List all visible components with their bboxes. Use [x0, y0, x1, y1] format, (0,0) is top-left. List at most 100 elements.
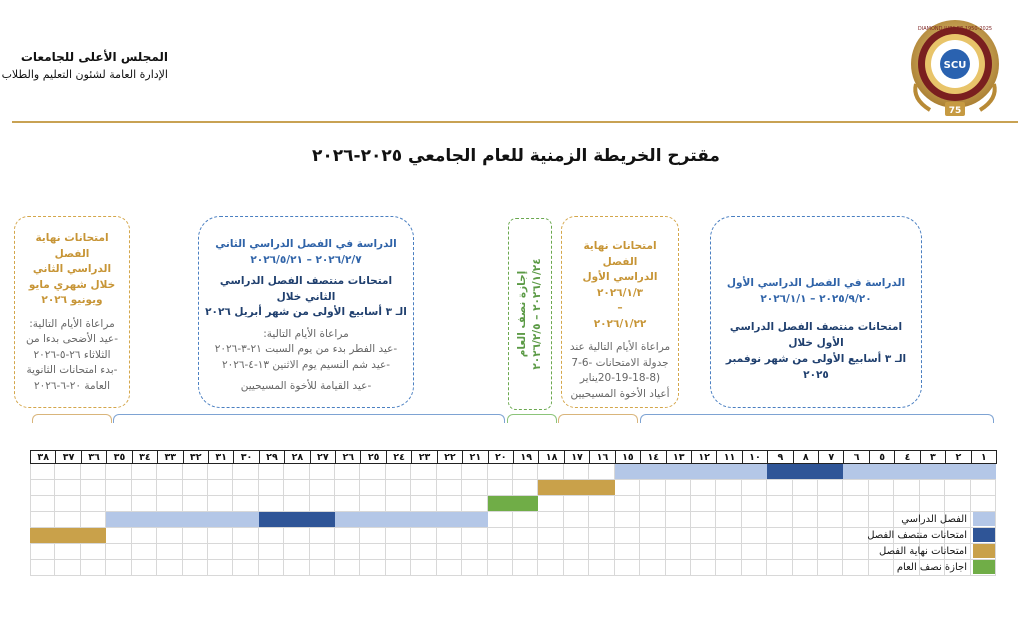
grid-cell	[284, 464, 310, 480]
timeline-bar-final	[30, 528, 107, 543]
grid-cell	[843, 496, 869, 512]
grid-cell	[792, 544, 819, 560]
sem1-midterm-dates: الـ ٣ أسابيع الأولى من شهر نوفمبر ٢٠٢٥	[725, 353, 907, 381]
grid-cell	[818, 560, 844, 576]
grid-cell	[157, 528, 183, 544]
brace-sem1	[640, 414, 994, 423]
grid-cell	[436, 496, 463, 512]
grid-cell	[563, 560, 590, 576]
grid-cell	[207, 496, 234, 512]
grid-cell	[80, 512, 107, 528]
week-header-34: ٣٤	[132, 450, 159, 464]
grid-cell	[614, 544, 641, 560]
grid-cell	[589, 512, 615, 528]
grid-cell	[207, 528, 234, 544]
grid-cell	[614, 512, 641, 528]
midyear-dates: ٢٠٢٦/١/٢٤ – ٢٠٢٦/٢/٥	[531, 258, 543, 370]
legend-item-break: اجازة نصف العام	[835, 560, 995, 576]
timeline-bar-final	[538, 480, 615, 495]
grid-cell	[513, 560, 539, 576]
grid-cell	[690, 528, 717, 544]
week-header-6: ٦	[844, 450, 870, 464]
grid-cell	[640, 544, 666, 560]
timeline-bar-study	[335, 512, 488, 527]
grid-cell	[868, 528, 895, 544]
grid-cell	[665, 496, 691, 512]
grid-cell	[284, 480, 310, 496]
sem2-dates: ٢٠٢٦/٢/٧ – ٢٠٢٦/٥/٢١	[250, 253, 362, 266]
grid-cell	[614, 528, 641, 544]
final1-dash: –	[617, 302, 623, 314]
grid-cell	[563, 464, 590, 480]
timeline-row-6	[30, 544, 996, 560]
grid-cell	[513, 528, 539, 544]
grid-cell	[919, 528, 946, 544]
legend-swatch-break	[973, 560, 995, 574]
grid-cell	[741, 512, 768, 528]
week-header-17: ١٧	[564, 450, 591, 464]
grid-cell	[640, 496, 666, 512]
grid-cell	[131, 560, 158, 576]
week-header-35: ٣٥	[107, 450, 133, 464]
grid-cell	[157, 496, 183, 512]
final1-note3: (20-19-18-8يناير	[579, 372, 661, 384]
grid-cell	[462, 528, 488, 544]
grid-cell	[945, 544, 971, 560]
grid-cell	[335, 496, 361, 512]
week-header-8: ٨	[793, 450, 820, 464]
grid-cell	[894, 480, 920, 496]
grid-cell	[284, 560, 310, 576]
grid-cell	[462, 544, 488, 560]
grid-cell	[411, 560, 437, 576]
midyear-break-box: إجازة نصف العام ٢٠٢٦/١/٢٤ – ٢٠٢٦/٢/٥	[508, 218, 552, 410]
grid-cell	[309, 528, 336, 544]
week-header-15: ١٥	[615, 450, 642, 464]
week-header-11: ١١	[717, 450, 743, 464]
grid-cell	[665, 480, 691, 496]
grid-cell	[309, 496, 336, 512]
organization-name: المجلس الأعلى للجامعات الإدارة العامة لش…	[2, 48, 168, 83]
grid-cell	[970, 560, 996, 576]
legend-label-break: اجازة نصف العام	[896, 562, 967, 573]
grid-cell	[335, 528, 361, 544]
grid-cell	[55, 480, 81, 496]
final2-subtitle: الدراسي الثاني	[32, 263, 112, 275]
grid-cell	[716, 544, 742, 560]
grid-cell	[360, 560, 386, 576]
grid-cell	[868, 512, 895, 528]
grid-cell	[411, 544, 437, 560]
grid-cell	[462, 496, 488, 512]
final2-note1: -عيد الأضحى بدءا من	[25, 333, 118, 345]
final1-note2: جدولة الامتحانات -6-7	[571, 356, 669, 369]
grid-cell	[919, 560, 946, 576]
grid-cell	[360, 496, 386, 512]
grid-cell	[487, 528, 513, 544]
grid-cell	[55, 464, 81, 480]
grid-cell	[640, 512, 666, 528]
grid-cell	[157, 544, 183, 560]
grid-cell	[131, 528, 158, 544]
grid-cell	[792, 480, 819, 496]
grid-cell	[818, 480, 844, 496]
org-line1: المجلس الأعلى للجامعات	[20, 50, 168, 64]
legend-label-final: امتحانات نهاية الفصل	[879, 546, 967, 557]
grid-cell	[436, 464, 463, 480]
grid-cell	[258, 464, 285, 480]
timeline-bar-study	[106, 512, 259, 527]
grid-cell	[589, 528, 615, 544]
grid-cell	[589, 496, 615, 512]
grid-cell	[131, 464, 158, 480]
grid-cell	[868, 480, 895, 496]
legend-label-study: الفصل الدراسي	[901, 514, 967, 525]
grid-cell	[741, 560, 768, 576]
final2-note2: الثلاثاء ٢٦-٥-٢٠٢٦	[33, 348, 111, 361]
grid-cell	[665, 560, 691, 576]
grid-cell	[106, 528, 132, 544]
week-header-21: ٢١	[463, 450, 489, 464]
grid-cell	[233, 528, 259, 544]
grid-cell	[690, 560, 717, 576]
legend-item-study: الفصل الدراسي	[835, 512, 995, 528]
grid-cell	[716, 496, 742, 512]
grid-cell	[106, 544, 132, 560]
grid-cell	[233, 544, 259, 560]
